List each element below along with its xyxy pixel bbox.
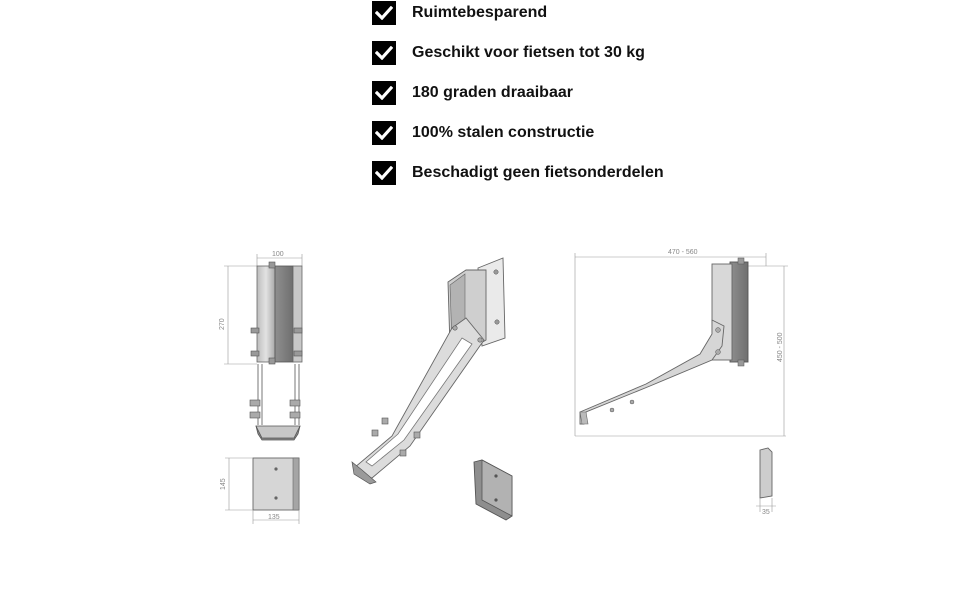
feature-label: Beschadigt geen fietsonderdelen: [412, 164, 664, 181]
feature-label: 100% stalen constructie: [412, 124, 595, 141]
feature-item: 100% stalen constructie: [372, 121, 594, 145]
check-icon: [372, 1, 396, 25]
feature-label: Ruimtebesparend: [412, 4, 548, 21]
dimension-side-height: 450 - 500: [777, 332, 784, 362]
dimension-front-width: 100: [272, 251, 284, 258]
side-view: 470 - 560 450 - 500: [574, 249, 788, 437]
feature-item: Ruimtebesparend: [372, 1, 547, 25]
feature-label: Geschikt voor fietsen tot 30 kg: [412, 44, 645, 61]
isometric-view: [351, 257, 506, 485]
feature-item: 180 graden draaibaar: [372, 81, 573, 105]
plate-view: 145 135: [220, 457, 300, 524]
check-icon: [372, 41, 396, 65]
depth-view: 35: [756, 447, 776, 516]
dimension-side-length: 470 - 560: [668, 249, 698, 256]
feature-item: Geschikt voor fietsen tot 30 kg: [372, 41, 645, 65]
dimension-plate-height: 145: [220, 478, 227, 490]
dimension-plate-width: 135: [268, 514, 280, 521]
check-icon: [372, 121, 396, 145]
feature-label: 180 graden draaibaar: [412, 84, 573, 101]
check-icon: [372, 81, 396, 105]
check-icon: [372, 161, 396, 185]
dimension-depth: 35: [762, 509, 770, 516]
feature-item: Beschadigt geen fietsonderdelen: [372, 161, 664, 185]
dimension-front-height: 270: [219, 318, 226, 330]
mount-plate-3d: [473, 459, 513, 521]
front-view: 100 270: [219, 251, 303, 441]
